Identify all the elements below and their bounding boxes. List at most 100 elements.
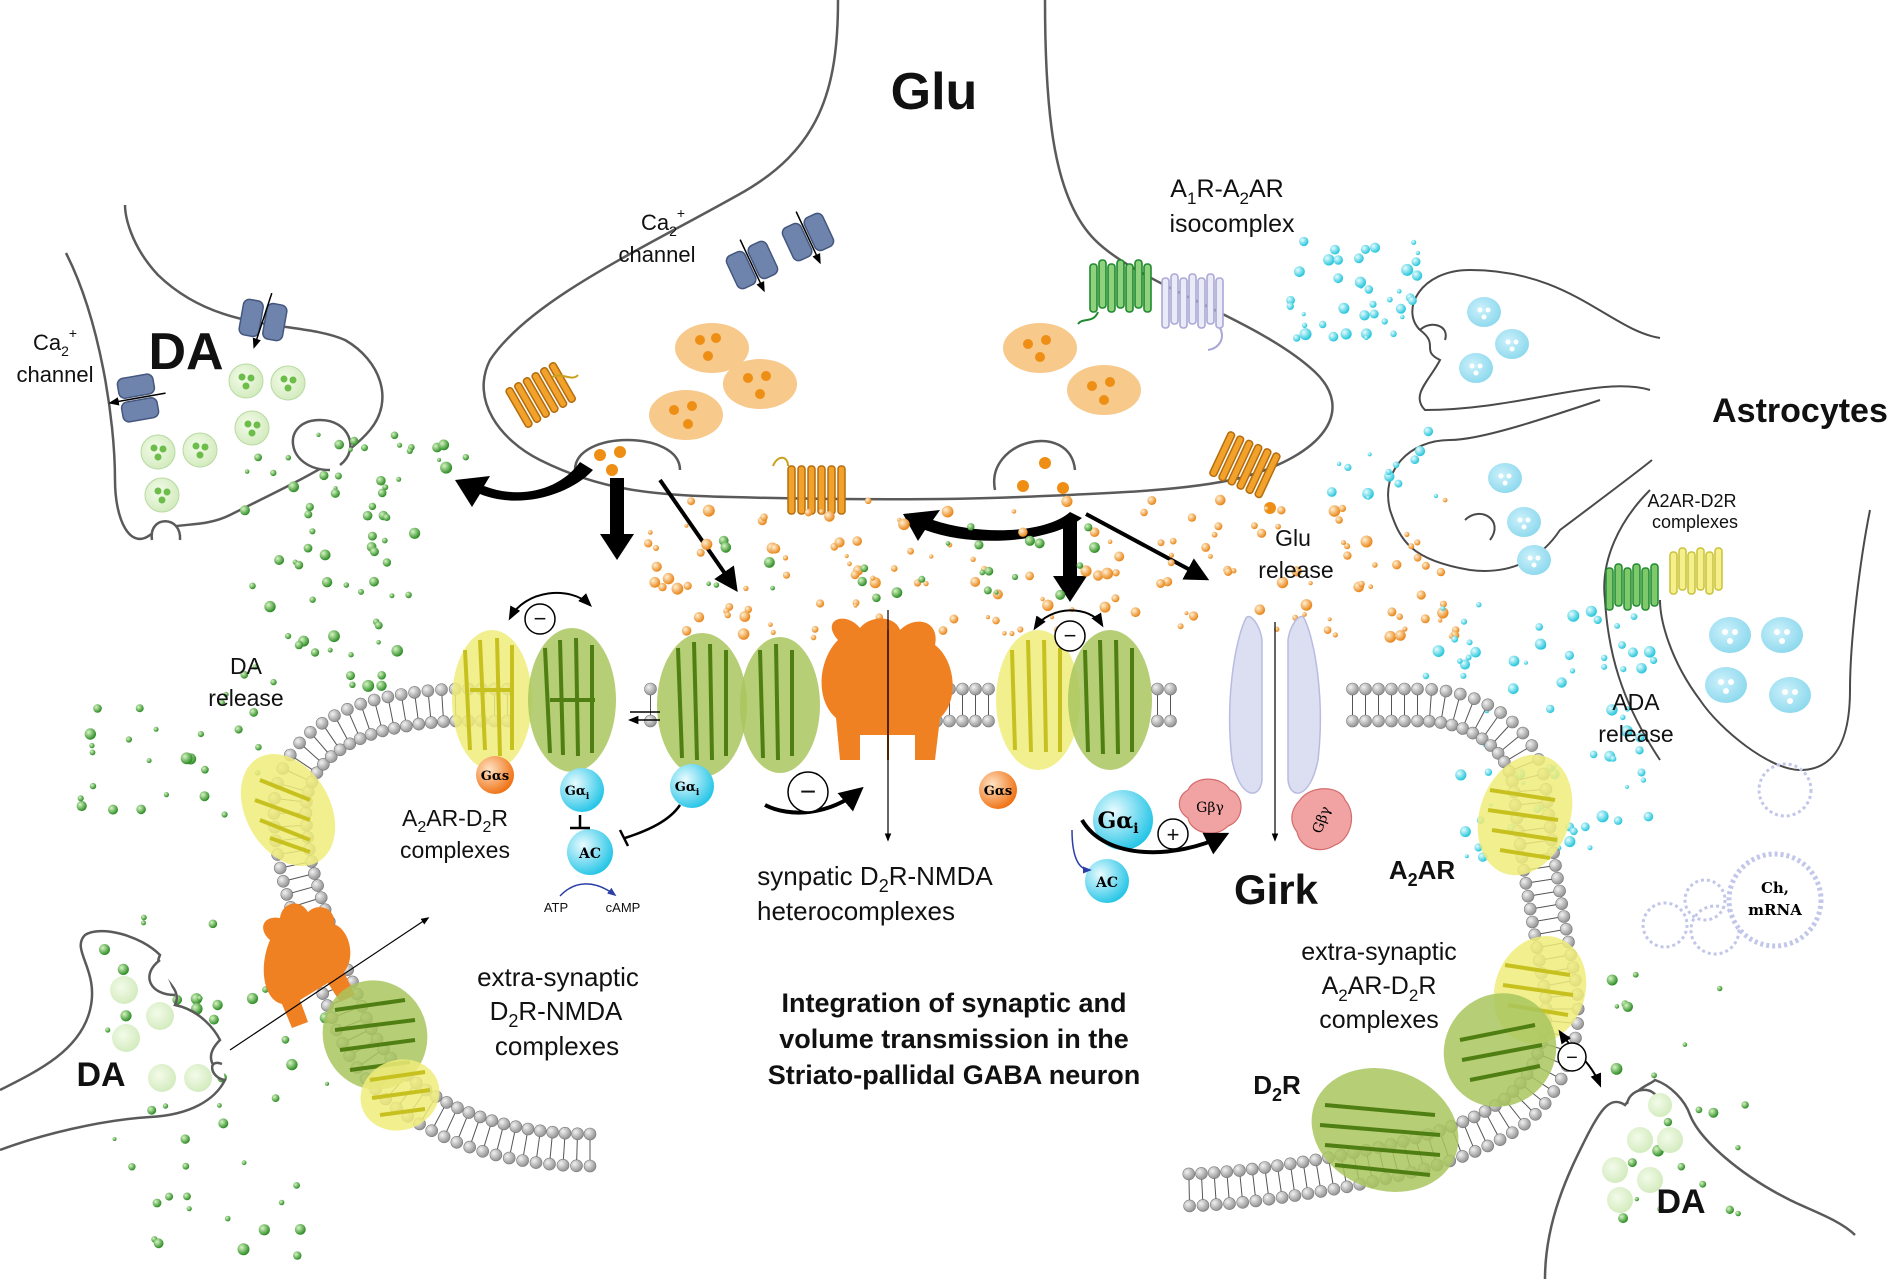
glutamate-dot bbox=[864, 497, 872, 505]
lipid-tail bbox=[1464, 704, 1473, 724]
lipid-tail bbox=[1453, 699, 1460, 720]
lipid-head bbox=[1468, 1145, 1482, 1158]
lipid-head bbox=[533, 1124, 547, 1138]
g-beta-gamma-label: Gβγ bbox=[1196, 800, 1224, 816]
glutamate-dot bbox=[1177, 623, 1184, 630]
lipid-head bbox=[1523, 902, 1537, 916]
glu-vesicle bbox=[1067, 365, 1141, 415]
lipid-head bbox=[328, 709, 341, 723]
glutamate-dot bbox=[1263, 506, 1269, 512]
lipid-head bbox=[273, 861, 287, 875]
ac-label: AC bbox=[1095, 875, 1118, 891]
dopamine-dot bbox=[706, 581, 711, 586]
dopamine-dot bbox=[105, 1027, 111, 1033]
adenosine-dot bbox=[1585, 605, 1597, 617]
adenosine-dot bbox=[1433, 493, 1439, 499]
glutamate-dot bbox=[1092, 570, 1104, 581]
dopamine-dot bbox=[361, 444, 368, 452]
lipid-head bbox=[1529, 1108, 1542, 1121]
adenosine-dot bbox=[1440, 606, 1446, 611]
lipid-head bbox=[1553, 884, 1566, 898]
dopamine-dot bbox=[1632, 971, 1639, 978]
girk-label: Girk bbox=[1234, 866, 1319, 913]
adenosine-dot bbox=[1627, 647, 1638, 658]
da-release-label-line1: DA bbox=[230, 653, 263, 679]
dopamine-dot bbox=[249, 708, 259, 717]
atp-label: ATP bbox=[544, 900, 568, 915]
lipid-tail bbox=[1533, 891, 1554, 896]
adenosine-dot bbox=[1338, 302, 1350, 314]
glutamate-dot bbox=[1251, 522, 1258, 530]
lipid-tail bbox=[549, 1138, 553, 1159]
lipid-head bbox=[1346, 714, 1359, 728]
dopamine-dot bbox=[1011, 573, 1019, 581]
dopamine-dot bbox=[186, 1206, 192, 1212]
glutamate-dot bbox=[870, 575, 876, 581]
nmda-receptor-icon bbox=[229, 903, 430, 1051]
dopamine-dot bbox=[89, 782, 97, 790]
adenosine-dot bbox=[1456, 658, 1463, 664]
dopamine-dot bbox=[367, 531, 377, 541]
dopamine-dot bbox=[125, 736, 132, 743]
dopamine-dot bbox=[309, 528, 316, 535]
lipid-tail bbox=[414, 698, 419, 719]
dopamine-dot bbox=[1634, 1196, 1640, 1202]
isocomplex-label: isocomplex bbox=[1169, 210, 1295, 238]
glutamate-dot bbox=[1395, 630, 1406, 641]
lipid-head bbox=[408, 686, 421, 699]
lipid-head bbox=[1411, 714, 1424, 728]
glutamate-dot bbox=[1327, 617, 1332, 622]
glu-vesicle bbox=[1003, 323, 1077, 373]
lipid-head bbox=[387, 721, 401, 735]
adenosine-dot bbox=[1410, 455, 1420, 464]
da-terminal-bottom-left bbox=[0, 929, 227, 1152]
lipid-head bbox=[1398, 682, 1411, 696]
adenosine-dot bbox=[1392, 461, 1400, 469]
glutamate-dot bbox=[1291, 566, 1302, 577]
a2ar-d2r-heteromer-synaptic bbox=[452, 628, 616, 772]
lipid-tail bbox=[1214, 1178, 1217, 1199]
adenosine-dot bbox=[1464, 854, 1469, 859]
glutamate-dot bbox=[1392, 560, 1402, 570]
adenosine-dot bbox=[1396, 288, 1402, 294]
dopamine-dot bbox=[1695, 1106, 1703, 1114]
lipid-head bbox=[1411, 682, 1424, 696]
g-beta-gamma-1: Gβγ bbox=[1178, 778, 1242, 834]
adenosine-dot bbox=[1587, 845, 1593, 851]
dopamine-dot bbox=[462, 454, 469, 461]
glutamate-dot bbox=[1302, 612, 1307, 617]
adenosine-dot bbox=[1395, 303, 1406, 314]
dopamine-dot bbox=[979, 569, 986, 576]
lipid-head bbox=[1164, 682, 1177, 696]
lipid-head bbox=[437, 715, 450, 728]
lipid-tail bbox=[295, 757, 313, 770]
glutamate-dot bbox=[985, 614, 991, 620]
dopamine-dot bbox=[254, 453, 262, 462]
dopamine-dot bbox=[293, 1182, 300, 1189]
lipid-head bbox=[1372, 682, 1385, 696]
lipid-tail bbox=[1441, 696, 1446, 717]
dopamine-dot bbox=[223, 691, 229, 698]
lipid-head bbox=[509, 1120, 523, 1133]
lipid-tail bbox=[576, 1139, 578, 1160]
dopamine-dot bbox=[377, 488, 387, 498]
glutamate-terminal bbox=[482, 0, 1334, 514]
lipid-head bbox=[343, 737, 357, 751]
adenosine-dot bbox=[1606, 704, 1618, 716]
adenosine-dot bbox=[1620, 714, 1626, 721]
lipid-tail bbox=[1226, 1177, 1230, 1198]
glutamate-dot bbox=[1408, 543, 1415, 550]
astro-complexes-label-line1: A2AR-D2R bbox=[1647, 491, 1736, 511]
lipid-head bbox=[437, 1130, 451, 1144]
adenosine-dot bbox=[1523, 660, 1528, 665]
lipid-tail bbox=[483, 1126, 491, 1146]
dopamine-dot bbox=[294, 640, 304, 650]
glu-vesicle bbox=[723, 359, 797, 409]
dopamine-dot bbox=[1677, 1162, 1686, 1171]
glutamate-dot bbox=[1416, 590, 1426, 600]
lipid-head bbox=[1288, 1189, 1302, 1202]
dopamine-dot bbox=[406, 447, 413, 454]
lipid-head bbox=[1340, 1180, 1354, 1194]
adenosine-dot bbox=[1613, 816, 1623, 825]
dopamine-dot bbox=[1657, 1206, 1663, 1212]
